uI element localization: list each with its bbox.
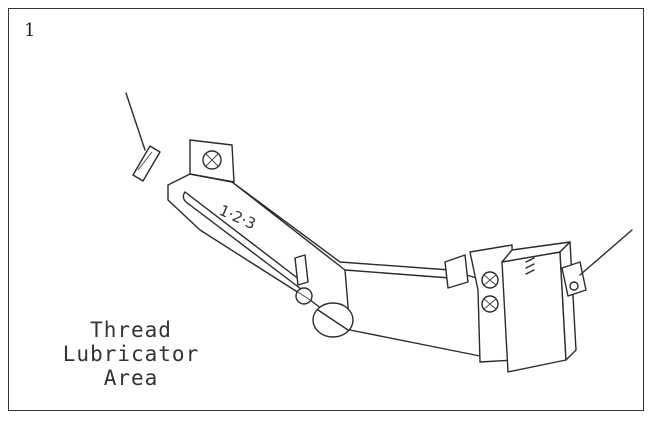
caption-line: Lubricator — [62, 342, 200, 366]
caption-line: Area — [103, 366, 159, 390]
figure-number: 1 — [24, 20, 36, 41]
arm-slot — [184, 191, 306, 293]
right-thread-guide — [561, 261, 587, 297]
caption-thread-lubricator-area: Thread Lubricator Area — [46, 318, 216, 390]
adjuster-pin — [294, 254, 309, 286]
left-thread-clip — [132, 145, 161, 182]
leader-line-right — [579, 229, 633, 276]
caption-line: Thread — [90, 318, 172, 342]
mounting-tab-right — [444, 254, 469, 289]
box-vent-lines — [525, 257, 535, 275]
leader-line-left — [125, 92, 146, 151]
